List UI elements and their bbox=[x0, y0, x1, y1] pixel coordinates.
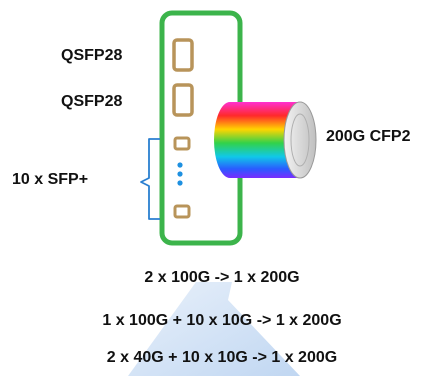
qsfp28-port-bottom bbox=[172, 83, 194, 117]
sfp-port-top bbox=[173, 136, 191, 151]
sfp-group-bracket bbox=[140, 138, 160, 220]
cfp2-module-label: 200G CFP2 bbox=[326, 128, 411, 145]
qsfp28-port-top bbox=[172, 38, 194, 72]
combination-line-1: 2 x 100G -> 1 x 200G bbox=[144, 269, 300, 286]
combination-line-3: 2 x 40G + 10 x 10G -> 1 x 200G bbox=[106, 349, 338, 366]
sfp-group-label: 10 x SFP+ bbox=[12, 171, 89, 188]
watermark-shape bbox=[128, 282, 300, 376]
qsfp28-bottom-label: QSFP28 bbox=[61, 93, 123, 110]
cfp2-module-icon bbox=[214, 101, 317, 179]
sfp-port-bottom bbox=[173, 204, 191, 219]
sfp-ellipsis-dots bbox=[177, 162, 183, 186]
qsfp28-top-label: QSFP28 bbox=[61, 47, 123, 64]
combination-line-2: 1 x 100G + 10 x 10G -> 1 x 200G bbox=[102, 312, 342, 329]
